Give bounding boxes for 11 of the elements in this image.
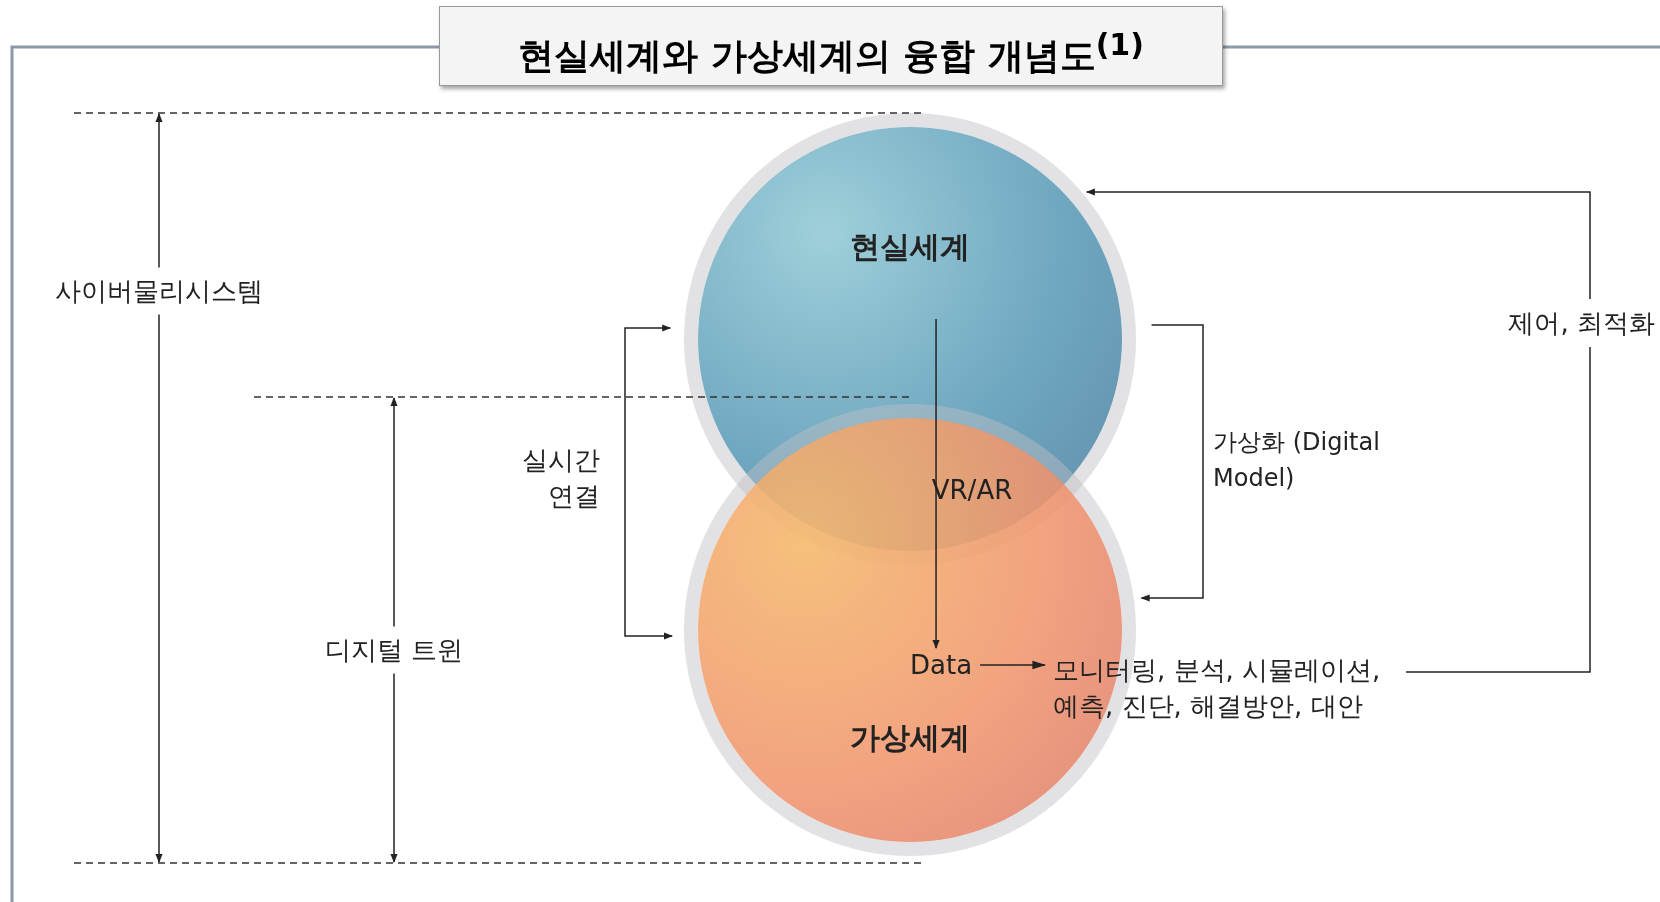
arrow	[624, 324, 673, 640]
edge-label: 가상화 (Digital Model)	[1213, 427, 1381, 494]
arrow	[1085, 188, 1591, 673]
edge-label: 실시간 연결	[521, 444, 600, 513]
arrow	[1140, 324, 1204, 602]
circle-title: 현실세계	[850, 228, 970, 266]
title: 현실세계와 가상세계의 융합 개념도$^{(1)}$	[517, 26, 1145, 78]
arrow	[932, 318, 940, 649]
circle-title: 가상세계	[850, 719, 970, 757]
node-label: Data	[910, 650, 973, 680]
arrow	[979, 660, 1047, 670]
